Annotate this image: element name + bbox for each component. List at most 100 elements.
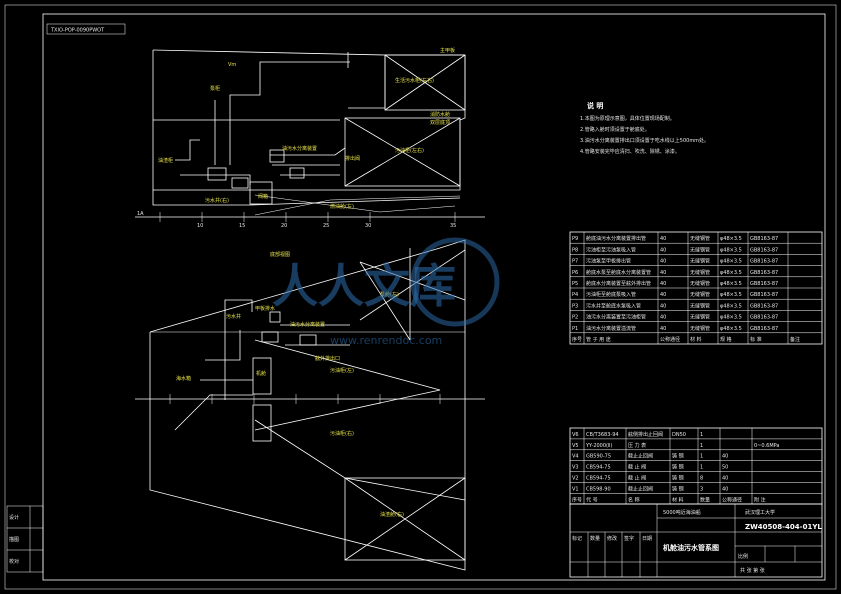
pipe-table-cell: 40 — [660, 247, 666, 253]
watermark-circle-icon — [410, 237, 500, 327]
pipe-table-cell: 40 — [660, 326, 666, 332]
note-1: 1.本图为原理示意图，具体位置现场配制。 — [580, 115, 675, 122]
pipe-table-cell: 无缝钢管 — [690, 325, 710, 332]
pipe-table-cell: GB8163-87 — [750, 270, 778, 276]
pipe-table-header-cell: 备注 — [790, 336, 800, 343]
rev-date: 日期 — [642, 536, 652, 542]
side-label-2: 描图 — [9, 536, 19, 543]
valve-table-cell: 舷侧排出止回阀 — [628, 431, 663, 438]
valve-table-cell: 1 — [700, 465, 703, 471]
side-label-3: 校对 — [9, 558, 19, 565]
side-margin: 设计 描图 校对 — [6, 505, 44, 573]
valve-table-cell: CB594-75 — [586, 465, 611, 471]
label-discharge: 排出阀 — [345, 155, 360, 162]
label-water-tank: 消防水舱 — [430, 111, 450, 118]
pipe-table-cell: 舱底水泵至舱底水分离装置管 — [586, 269, 651, 276]
scale-label: 比例 — [738, 553, 748, 560]
pipe-table-cell: GB8163-87 — [750, 281, 778, 287]
label-pump-room: 泵舱(左) — [380, 291, 399, 298]
label-valve-box: 阀箱 — [258, 193, 268, 200]
outer-frame — [4, 4, 837, 590]
pipe-table-cell: GB8163-87 — [750, 303, 778, 309]
rev-mark: 标记 — [572, 535, 582, 542]
note-2: 2.管路入舱时须设置于舱底处。 — [580, 126, 650, 133]
pipe-table-cell: P8 — [572, 247, 578, 253]
note-3: 3.油污水分离装置排出口须设置于吃水线以上500mm处。 — [580, 137, 709, 144]
label-main-deck: 主甲板 — [440, 47, 455, 54]
pipe-table-cell: P5 — [572, 281, 578, 287]
pipe-table-cell: GB8163-87 — [750, 326, 778, 332]
valve-table-cell: 40 — [722, 486, 728, 492]
valve-table-cell: 压 力 表 — [628, 442, 646, 449]
valve-table-cell: 1 — [700, 443, 703, 449]
valve-table-cell: 截 止 阀 — [628, 475, 646, 482]
project-name: 5000吨近海油船 — [663, 509, 701, 516]
pipe-table-header-cell: 公称通径 — [660, 336, 680, 343]
valve-table-header-cell: 代 号 — [586, 496, 598, 503]
valve-table-cell: 40 — [722, 476, 728, 482]
pipe-table-cell: φ48×3.5 — [720, 236, 742, 242]
valve-table-cell: 铸 钢 — [672, 453, 684, 460]
valve-table-cell: V1 — [572, 486, 579, 492]
pipe-table-cell: φ48×3.5 — [720, 281, 742, 287]
rev-change: 修改 — [607, 535, 617, 542]
valve-table-cell: 截 止 阀 — [628, 464, 646, 471]
pipe-table-header-cell: 规 格 — [720, 336, 732, 343]
valve-table-cell: V6 — [572, 432, 579, 438]
pipe-table-cell: 40 — [660, 259, 666, 265]
label-drain-right: 污油柜(右) — [330, 430, 354, 437]
pipe-table-cell: P3 — [572, 303, 578, 309]
frame-label-6: 30 — [365, 223, 371, 229]
valve-table-cell: V2 — [572, 476, 579, 482]
pipe-table-cell: φ48×3.5 — [720, 247, 742, 253]
note-4: 4.管路安装完毕应清扫、吹洗、除锈、涂漆。 — [580, 148, 680, 155]
drawing-title: 机舱油污水管系图 — [663, 543, 719, 552]
pipe-table-cell: 无缝钢管 — [690, 291, 710, 298]
pipe-table-cell: 无缝钢管 — [690, 280, 710, 287]
pipe-table-cell: φ48×3.5 — [720, 292, 742, 298]
label-sludge-tank: 污油柜(左右) — [395, 147, 424, 154]
valve-table-header-cell: 材 料 — [672, 496, 684, 503]
pipe-table-cell: 40 — [660, 281, 666, 287]
pipe-table-cell: 污水井至舱底水泵吸入管 — [586, 302, 641, 309]
pipe-table-cell: φ48×3.5 — [720, 326, 742, 332]
valve-table-cell: 铸 钢 — [672, 475, 684, 482]
pipe-table-cell: φ48×3.5 — [720, 259, 742, 265]
valve-table-cell: 铸 钢 — [672, 485, 684, 492]
pipe-table-cell: 无缝钢管 — [690, 314, 710, 321]
frame-label-4: 20 — [281, 223, 287, 229]
valve-table-cell: YY-2000(Ⅱ) — [585, 443, 612, 449]
valve-table-header-cell: 序号 — [572, 496, 582, 503]
valve-table-cell: 截止止回阀 — [628, 485, 653, 492]
valve-table-cell: V5 — [572, 443, 579, 449]
pipe-table-cell: 无缝钢管 — [690, 235, 710, 242]
pipe-table-cell: P1 — [572, 326, 578, 332]
label-bottom-title: 底部视图 — [270, 251, 290, 258]
label-sea-chest: 海水箱 — [176, 375, 191, 382]
pipe-table-cell: 40 — [660, 303, 666, 309]
pipe-table-cell: GB8163-87 — [750, 259, 778, 265]
label-bilge-well-top: 污水井(右) — [205, 197, 229, 204]
pipe-table-cell: 舱底油污水分离装置排出管 — [586, 235, 646, 242]
top-view: 1A 10 15 20 25 30 35 主甲板 Vm 泵柜 生活污水柜(左右)… — [135, 47, 485, 229]
pipe-table-cell: GB8163-87 — [750, 247, 778, 253]
title-block: 5000吨近海油船 武汉理工大学 ZW40508-404-01YL 机舱油污水管… — [569, 503, 823, 578]
valve-table-cell: 8 — [700, 476, 703, 482]
valve-table-cell: 0~0.6MPa — [754, 443, 780, 449]
pipe-table-cell: P6 — [572, 270, 578, 276]
rev-sign: 签字 — [624, 535, 634, 542]
watermark-text: 人人文库 — [272, 259, 456, 313]
label-tank-top: 双层底顶 — [430, 119, 450, 126]
pipe-table-cell: 油污水分离装置至污油柜管 — [586, 314, 646, 321]
pipe-table-cell: φ48×3.5 — [720, 303, 742, 309]
drawing-code: TXIO-POP-0090PWOT — [50, 28, 105, 34]
label-separator-top: 油污水分离装置 — [282, 145, 317, 152]
inner-frame — [42, 13, 826, 581]
label-bilge-well-bottom: 污水井 — [226, 313, 241, 320]
pipe-table-cell: 40 — [660, 315, 666, 321]
valve-table-cell: 铸 钢 — [672, 464, 684, 471]
notes-heading: 说 明 — [587, 101, 603, 110]
label-drain-left: 污油柜(左) — [330, 367, 354, 374]
valve-table-cell: CB598-90 — [586, 486, 611, 492]
